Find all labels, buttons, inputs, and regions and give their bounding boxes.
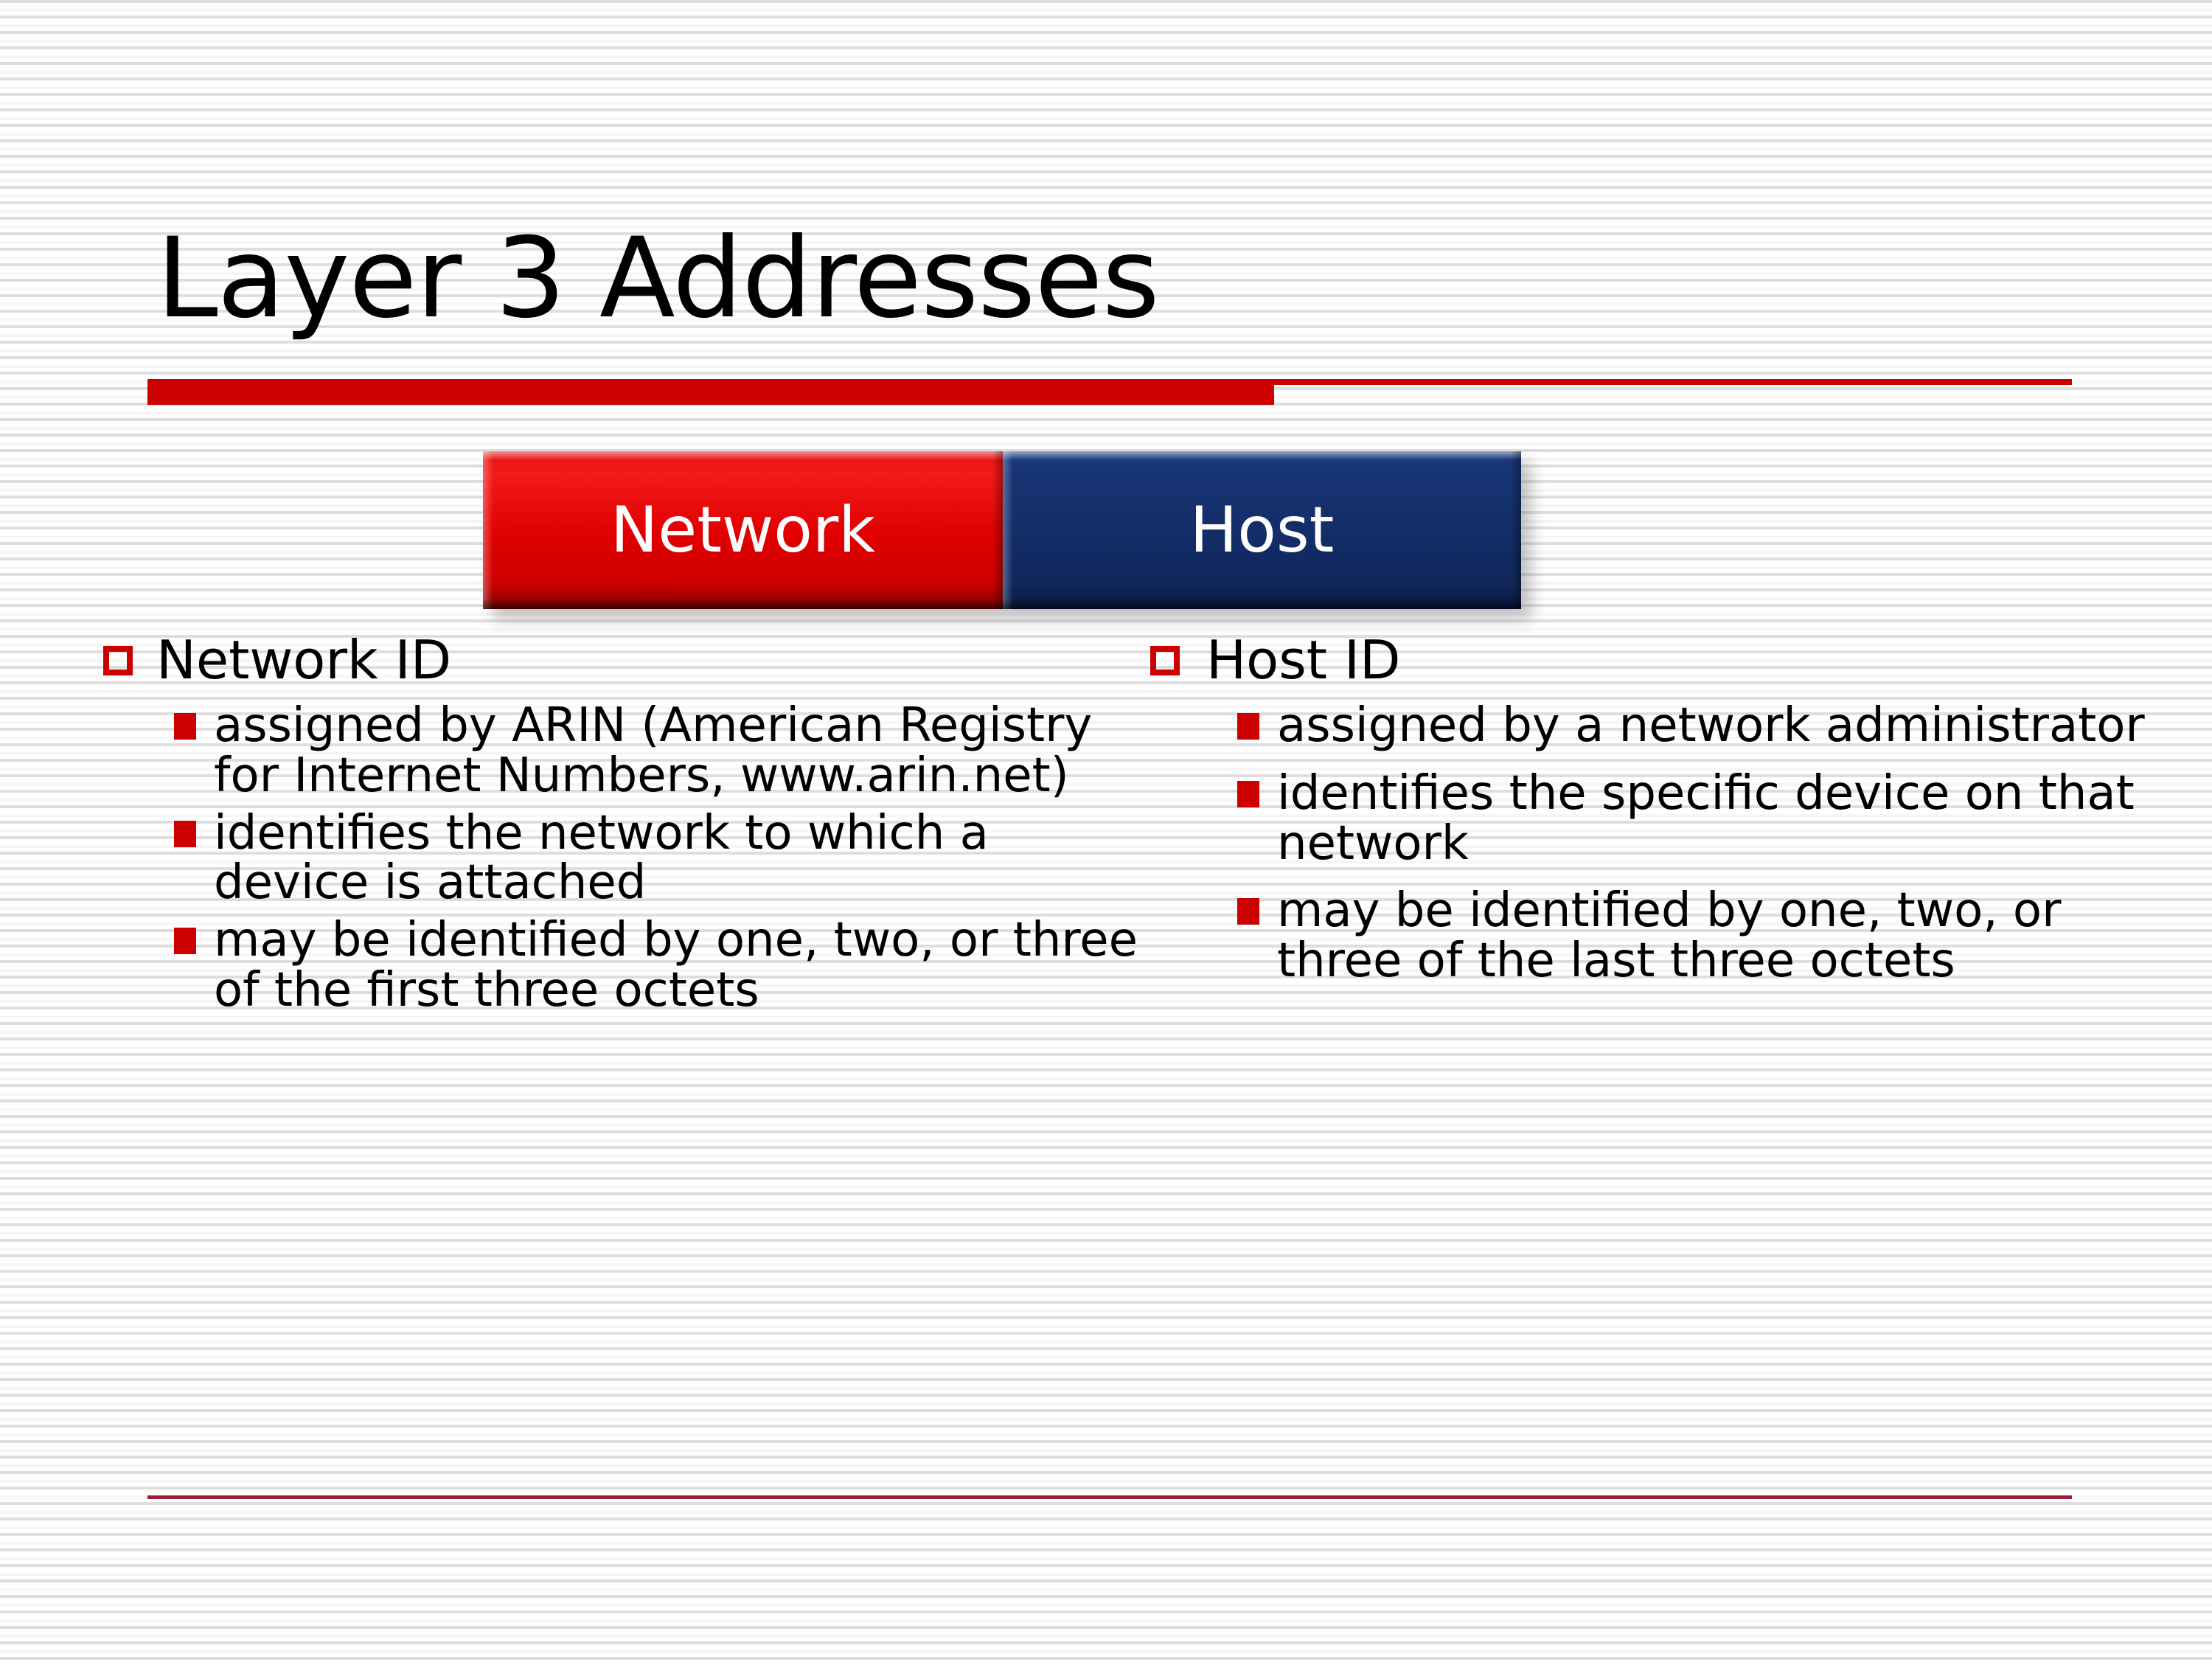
content-column-left: Network ID assigned by ARIN (American Re… — [103, 633, 1158, 1023]
diagram-segment-network: Network — [483, 451, 1003, 609]
diagram-segment-host: Host — [1003, 451, 1521, 609]
network-id-bullet-list: assigned by ARIN (American Registry for … — [103, 701, 1158, 1016]
network-id-heading: Network ID — [156, 629, 452, 691]
hollow-square-bullet-icon — [1150, 646, 1180, 675]
bevel-highlight-left — [483, 451, 493, 609]
diagram-segment-host-label: Host — [1189, 493, 1335, 567]
host-id-bullet-list: assigned by a network administrator iden… — [1150, 701, 2183, 987]
bevel-highlight-left — [1003, 451, 1013, 609]
list-item-text: identifies the specific device on that n… — [1277, 765, 2135, 871]
footer-rule — [147, 1495, 2072, 1499]
list-item: identifies the network to which a device… — [174, 805, 1155, 911]
list-item-text: may be identified by one, two, or three … — [214, 913, 1138, 1018]
bevel-shadow-right — [1511, 451, 1521, 609]
title-rule-thick-bar — [147, 379, 1274, 405]
address-split-diagram: Network Host — [483, 451, 1521, 609]
list-item-text: assigned by ARIN (American Registry for … — [214, 698, 1093, 803]
list-item: identifies the specific device on that n… — [1237, 765, 2188, 871]
list-item-text: assigned by a network administrator — [1277, 698, 2145, 753]
solid-square-bullet-icon — [1237, 898, 1259, 925]
page-title: Layer 3 Addresses — [156, 215, 1160, 343]
host-id-heading-row: Host ID — [1150, 633, 2183, 688]
bevel-shadow-right — [992, 451, 1003, 609]
list-item: assigned by ARIN (American Registry for … — [174, 701, 1155, 802]
content-column-right: Host ID assigned by a network administra… — [1150, 633, 2183, 1004]
diagram-segment-network-label: Network — [610, 493, 876, 567]
solid-square-bullet-icon — [174, 712, 196, 740]
hollow-square-bullet-icon — [103, 646, 133, 675]
network-id-heading-row: Network ID — [103, 633, 1158, 688]
list-item-text: may be identified by one, two, or three … — [1277, 883, 2062, 989]
solid-square-bullet-icon — [174, 928, 196, 955]
list-item: may be identified by one, two, or three … — [1237, 886, 2188, 987]
list-item: assigned by a network administrator — [1237, 701, 2188, 751]
list-item-text: identifies the network to which a device… — [214, 805, 989, 911]
solid-square-bullet-icon — [1237, 712, 1259, 740]
solid-square-bullet-icon — [1237, 780, 1259, 807]
host-id-heading: Host ID — [1206, 629, 1401, 691]
list-item: may be identified by one, two, or three … — [174, 913, 1155, 1018]
solid-square-bullet-icon — [174, 820, 196, 847]
